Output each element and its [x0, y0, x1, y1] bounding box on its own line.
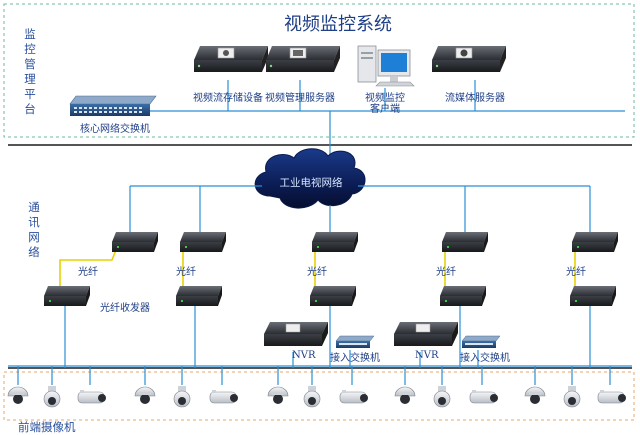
- fiber-label-4: 光纤: [436, 265, 456, 278]
- access-switch-label-1: 接入交换机: [330, 351, 380, 364]
- svg-text:监: 监: [24, 27, 36, 41]
- bullet-camera-icon: [597, 390, 626, 404]
- camera-group: [7, 386, 626, 408]
- core-switch: [69, 95, 157, 116]
- svg-text:网: 网: [28, 230, 40, 244]
- ptz-camera-icon: [563, 386, 581, 408]
- ptz-camera-icon: [303, 386, 321, 408]
- bullet-camera-icon: [339, 390, 368, 404]
- management-links: [90, 80, 625, 160]
- svg-text:通: 通: [28, 200, 40, 214]
- page-title: 视频监控系统: [284, 14, 392, 35]
- client-label-1: 视频监控: [365, 91, 405, 104]
- bullet-camera-icon: [469, 390, 498, 404]
- monitor-screen-icon: [381, 53, 407, 72]
- dome-camera-icon: [394, 386, 416, 404]
- client-pc: [357, 45, 415, 87]
- ptz-camera-icon: [173, 386, 191, 408]
- transceiver-top-3: [312, 232, 358, 252]
- fiber-links: [59, 244, 576, 290]
- media-server: [432, 46, 506, 72]
- cloud-label: 工业电视网络: [280, 176, 343, 189]
- ptz-camera-icon: [43, 386, 61, 408]
- transceiver-bottom-3: [310, 286, 356, 306]
- access-switch-2: [461, 335, 501, 348]
- transceiver-bottom-2: [176, 286, 222, 306]
- svg-text:控: 控: [24, 42, 36, 56]
- svg-text:理: 理: [24, 72, 36, 86]
- dome-camera-icon: [134, 386, 156, 404]
- mgmt-server-label: 视频管理服务器: [265, 91, 335, 104]
- section-cameras: 前端摄像机: [18, 420, 76, 434]
- mgmt-server: [266, 46, 340, 72]
- svg-text:台: 台: [24, 102, 36, 116]
- section-network: 通 讯 网 络: [28, 200, 40, 259]
- svg-text:平: 平: [24, 87, 36, 101]
- dome-camera-icon: [267, 386, 289, 404]
- access-switch-1: [335, 335, 375, 348]
- bullet-camera-icon: [77, 390, 106, 404]
- transceiver-label: 光纤收发器: [100, 301, 150, 314]
- transceiver-top-2: [180, 232, 226, 252]
- bullet-camera-icon: [209, 390, 238, 404]
- svg-text:络: 络: [28, 245, 40, 259]
- transceiver-bottom-1: [44, 286, 90, 306]
- network-links: [8, 185, 632, 385]
- client-label-2: 客户端: [370, 102, 400, 115]
- nvr-label-2: NVR: [415, 350, 439, 361]
- dome-camera-icon: [7, 386, 29, 404]
- transceiver-top-1: [112, 232, 158, 252]
- nvr-1: [264, 322, 328, 346]
- nvr-2: [394, 322, 458, 346]
- nvr-icon: [415, 323, 431, 333]
- svg-text:管: 管: [24, 57, 36, 71]
- media-server-label: 流媒体服务器: [445, 91, 505, 104]
- nvr-icon: [285, 323, 301, 333]
- fiber-label-5: 光纤: [566, 265, 586, 278]
- transceiver-bottom-5: [570, 286, 616, 306]
- ptz-camera-icon: [433, 386, 451, 408]
- fiber-label-2: 光纤: [176, 265, 196, 278]
- transceiver-top-4: [442, 232, 488, 252]
- svg-text:讯: 讯: [28, 215, 40, 229]
- transceiver-top-5: [572, 232, 618, 252]
- fiber-label-1: 光纤: [78, 265, 98, 278]
- storage-device: [194, 46, 268, 72]
- camera-frame: [3, 371, 635, 421]
- access-switch-label-2: 接入交换机: [460, 351, 510, 364]
- core-switch-label: 核心网络交换机: [80, 122, 150, 135]
- management-frame: [3, 3, 635, 138]
- dome-camera-icon: [524, 386, 546, 404]
- fiber-label-3: 光纤: [307, 265, 327, 278]
- transceiver-bottom-4: [440, 286, 486, 306]
- nvr-label-1: NVR: [292, 350, 316, 361]
- storage-label: 视频流存储设备: [193, 91, 263, 104]
- industrial-tv-network-cloud: [254, 148, 366, 209]
- section-management: 监 控 管 理 平 台: [24, 27, 36, 116]
